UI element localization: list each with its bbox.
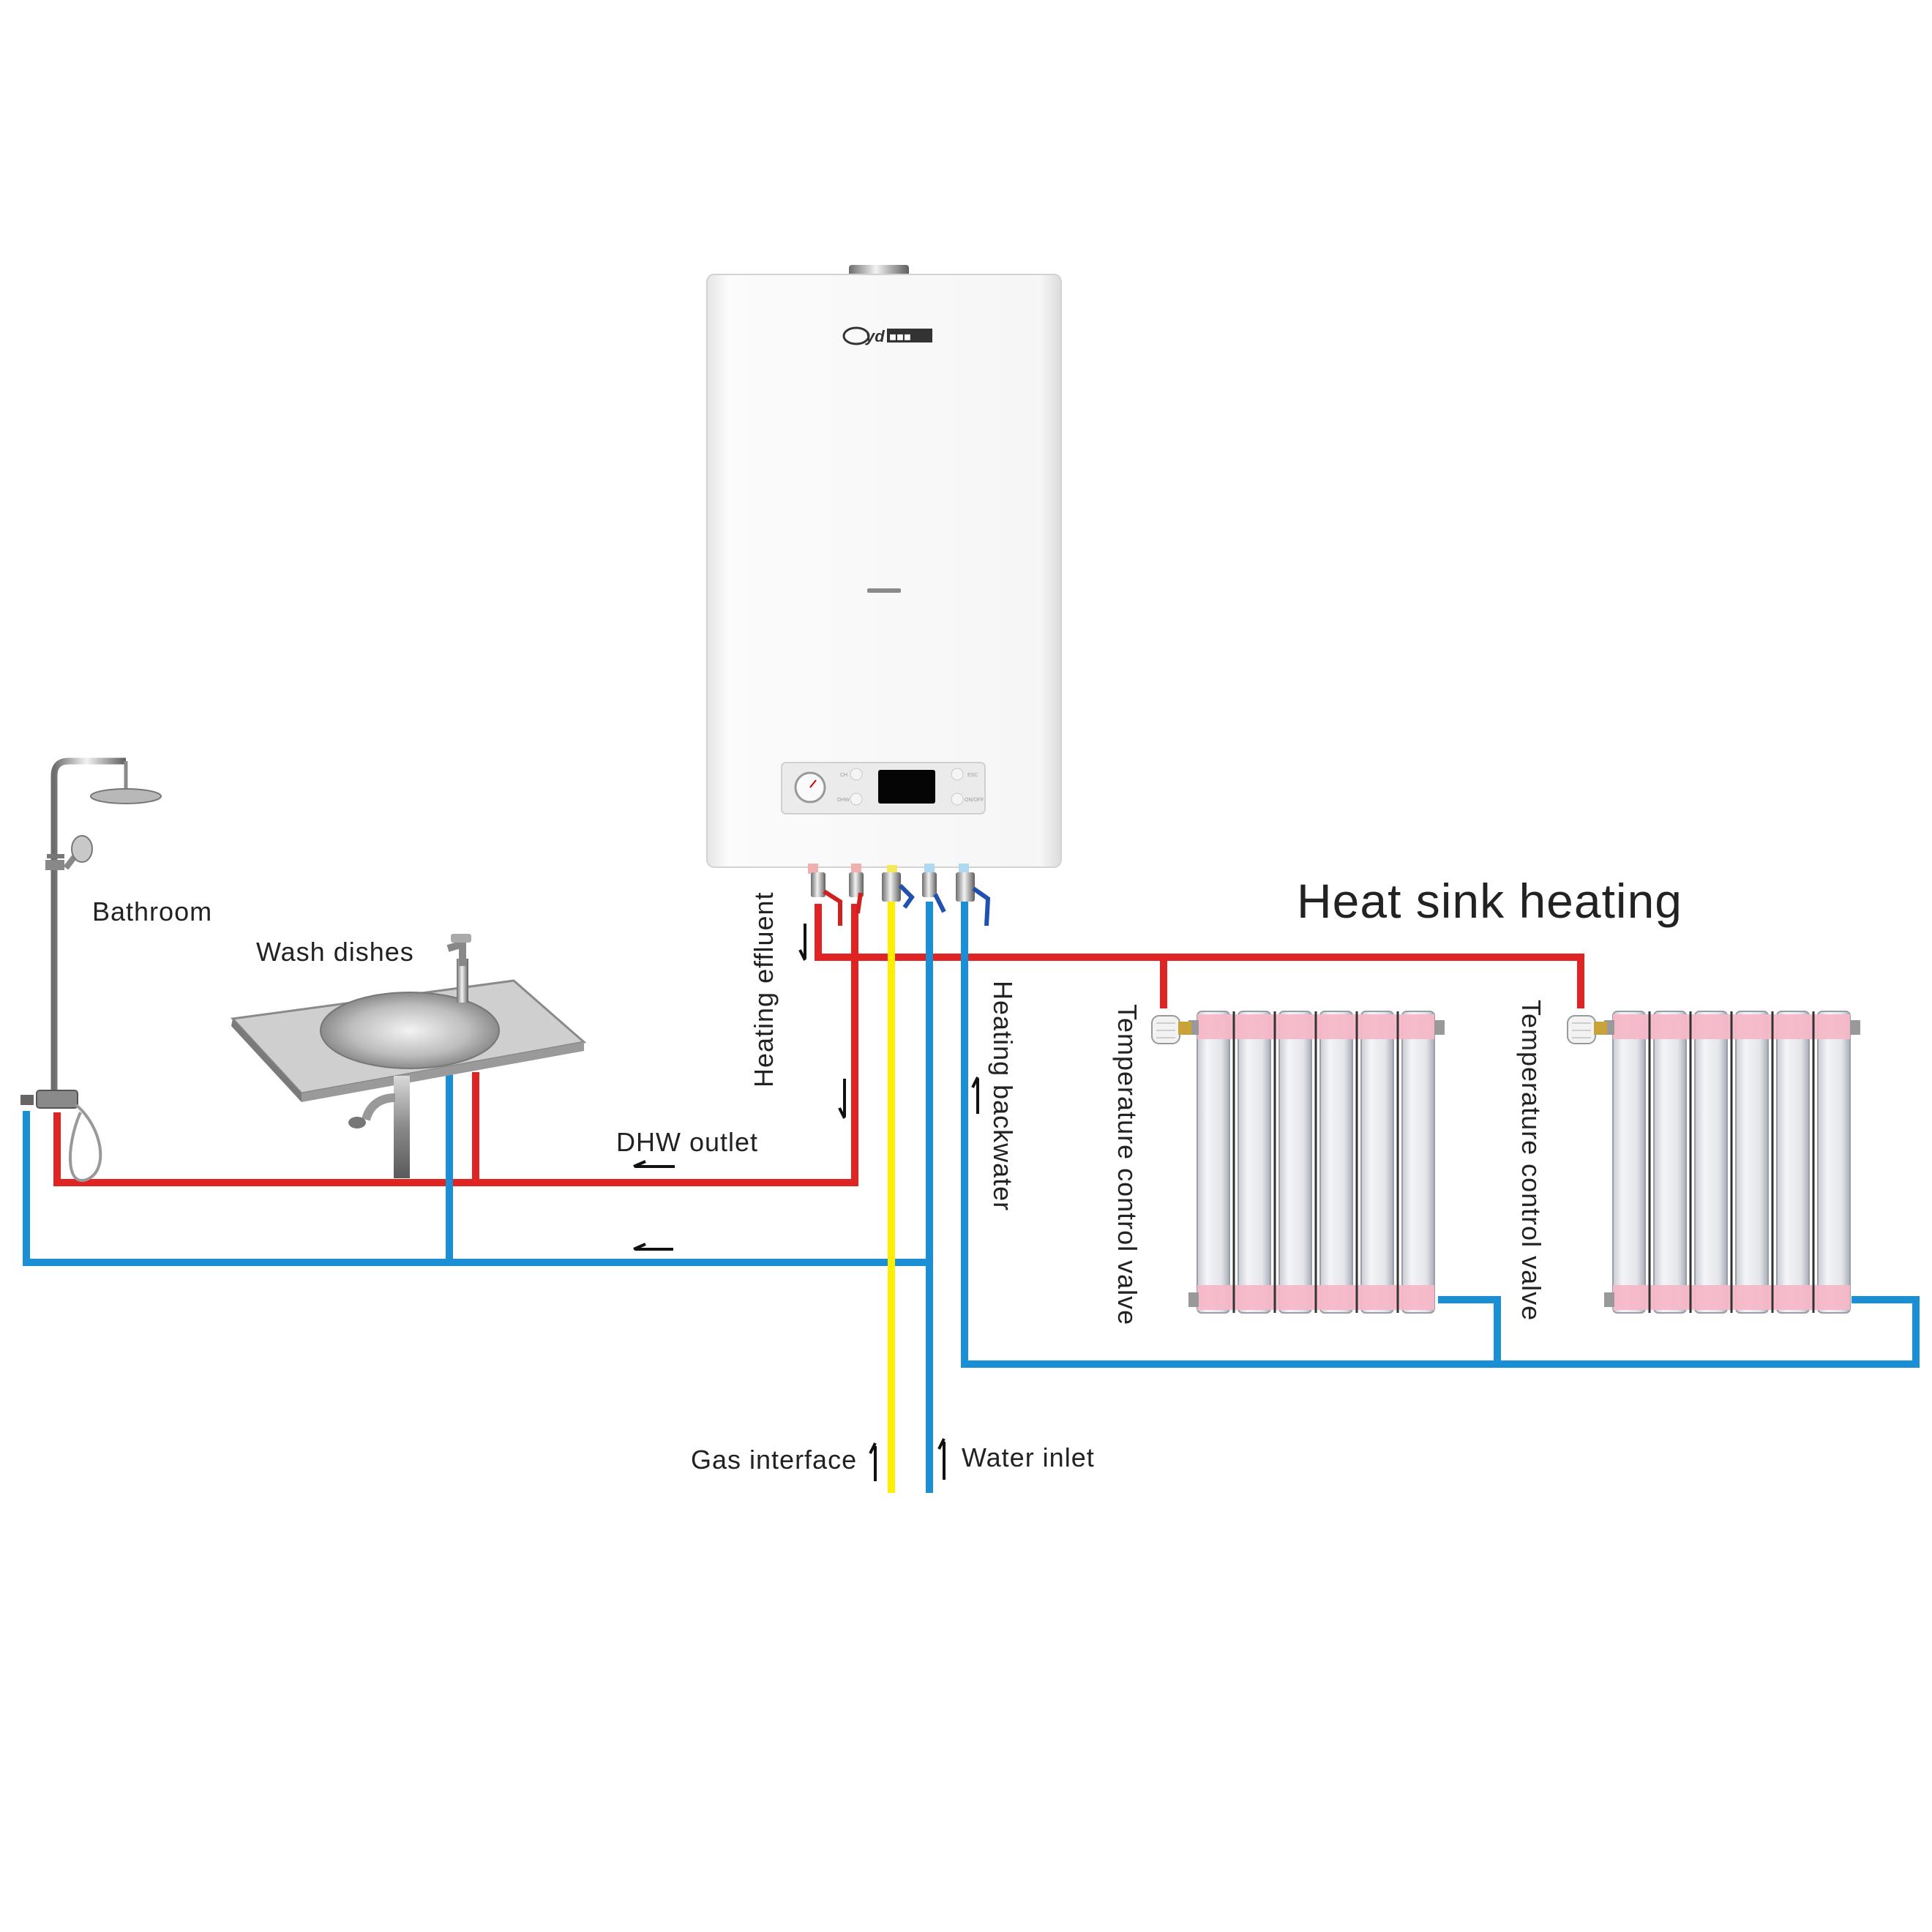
radiator-2 [1567,1011,1860,1314]
boiler: yd ◼◼◼ CH DHW ESC ON/OFF [706,265,1062,926]
sink-faucet [446,934,471,1003]
wash-dishes-label: Wash dishes [256,937,414,967]
arrow-down-icon [838,1079,846,1119]
arrow-left-icon [633,1160,675,1168]
dhw-button[interactable] [850,793,863,806]
diagram-title: Heat sink heating [1297,874,1682,928]
temp-valve-1-label: Temperature control valve [1112,1004,1142,1325]
temp-valve-2-label: Temperature control valve [1516,1000,1546,1321]
pipe-network [23,902,1920,1493]
sink-basin [320,992,500,1069]
dhw-outlet-valve [849,864,864,914]
heating-backwater-label: Heating backwater [988,981,1018,1211]
kitchen-sink [230,934,587,1178]
ch-button[interactable] [850,768,863,781]
svg-text:◼◼◼: ◼◼◼ [889,332,911,342]
hand-shower-icon [71,835,93,863]
control-panel: CH DHW ESC ON/OFF [781,762,986,815]
bathroom-label: Bathroom [92,896,212,926]
heating-return-pipe [961,902,1920,1368]
dhw-hot-pipe [53,904,858,1186]
temp-control-valve-2-icon [1567,1015,1607,1044]
heating-return-branch-1 [1438,1296,1501,1364]
shower-fixture [20,757,162,1183]
gas-interface-label: Gas interface [691,1445,857,1475]
water-inlet-label: Water inlet [962,1442,1095,1472]
ch-label: CH [840,773,847,778]
power-button[interactable] [951,793,964,806]
rain-shower-head-icon [90,788,162,804]
dhw-outlet-label: DHW outlet [616,1127,758,1157]
heating-effluent-label: Heating effluent [749,891,779,1087]
gas-valve [882,865,915,909]
arrow-left-icon [633,1243,673,1251]
radiator-1 [1151,1011,1445,1314]
arrow-up-icon [869,1442,877,1481]
boiler-body [706,274,1062,868]
flow-arrows [633,924,979,1481]
heating-flow-valve [808,864,842,926]
indicator-slot [867,588,901,593]
heating-flow-pipe [815,904,1584,1008]
svg-text:yd: yd [865,327,885,345]
boiler-valves [808,864,991,926]
onoff-label: ON/OFF [965,798,984,803]
esc-label: ESC [967,773,978,778]
brand-logo: yd ◼◼◼ [842,326,932,345]
dhw-label: DHW [837,798,850,803]
arrow-down-icon [798,924,806,961]
cold-supply-pipe [23,1111,929,1266]
water-inlet-valve [922,864,946,913]
heating-return-valve [956,864,991,926]
arrow-up-icon [971,1077,979,1114]
temp-control-valve-1-icon [1151,1015,1191,1044]
arrow-up-icon [937,1438,946,1480]
display-screen [878,770,935,804]
esc-button[interactable] [951,768,964,781]
